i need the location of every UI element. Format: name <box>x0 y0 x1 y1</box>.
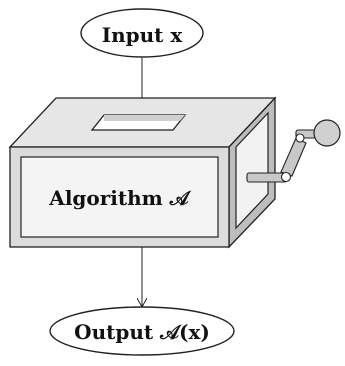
crank-handle-icon <box>246 119 341 183</box>
output-ellipse <box>49 306 235 356</box>
output-node: Output 𝒜(x) <box>49 306 235 356</box>
box-side-panel <box>235 111 269 230</box>
algorithm-box: Algorithm 𝒜 <box>8 96 277 249</box>
input-node: Input x <box>80 8 204 58</box>
output-label: Output 𝒜(x) <box>74 320 210 344</box>
input-ellipse <box>80 8 204 58</box>
input-label: Input x <box>102 23 184 47</box>
slot-shadow <box>104 115 185 121</box>
box-front-panel <box>20 156 219 238</box>
algorithm-label: Algorithm 𝒜 <box>48 186 191 210</box>
